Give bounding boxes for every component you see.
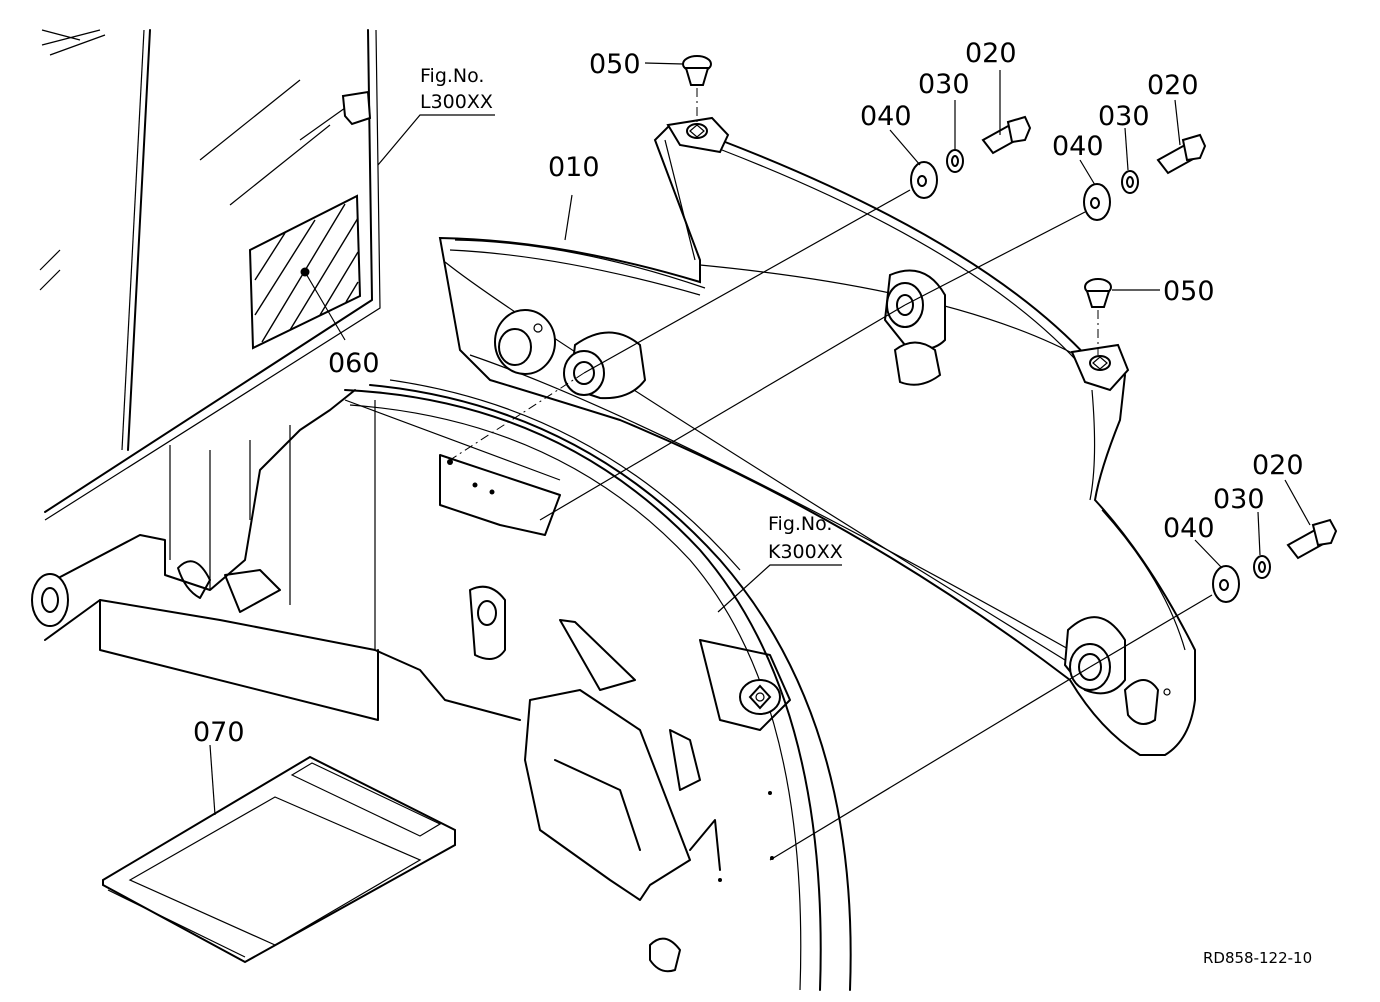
- part-labels: 050 020 030 040 020 030 040 010 050 060 …: [193, 38, 1304, 748]
- lockwasher-030-lower: [1253, 555, 1271, 579]
- leader-lines: [209, 62, 1311, 816]
- label-060: 060: [328, 348, 380, 379]
- label-020-middle: 020: [1147, 70, 1199, 101]
- label-050-upper: 050: [589, 49, 641, 80]
- washer-040-upper: [910, 161, 938, 199]
- plug-050-lower: [1084, 278, 1112, 308]
- label-040-upper: 040: [860, 101, 912, 132]
- lockwasher-030-middle: [1121, 170, 1139, 194]
- bolt-020-middle: [1156, 133, 1207, 175]
- label-050-lower: 050: [1163, 276, 1215, 307]
- label-010: 010: [548, 152, 600, 183]
- assembly-lines: [449, 88, 1213, 861]
- washer-040-middle: [1083, 183, 1111, 221]
- cab-glass: [39, 29, 381, 521]
- label-040-middle: 040: [1052, 131, 1104, 162]
- bolt-020-lower: [1286, 518, 1338, 560]
- bolt-020-upper: [981, 115, 1032, 155]
- machine-frame: [31, 389, 721, 901]
- manual-070: [102, 755, 456, 964]
- plug-050-upper: [682, 55, 712, 86]
- label-030-middle: 030: [1098, 101, 1150, 132]
- lockwasher-030-upper: [946, 149, 964, 173]
- counterweight-body: [344, 379, 852, 991]
- label-070: 070: [193, 717, 245, 748]
- washer-040-lower: [1212, 565, 1240, 603]
- label-020-lower: 020: [1252, 450, 1304, 481]
- label-030-upper: 030: [918, 69, 970, 100]
- upper-fig-label: Fig.No.: [420, 65, 484, 87]
- label-020-upper: 020: [965, 38, 1017, 69]
- label-040-lower: 040: [1163, 513, 1215, 544]
- decal-060: [248, 194, 362, 350]
- label-030-lower: 030: [1213, 484, 1265, 515]
- lower-fig-code: K300XX: [768, 541, 843, 563]
- figure-references: Fig.No. L300XX Fig.No. K300XX: [420, 65, 843, 563]
- upper-fig-code: L300XX: [420, 91, 493, 113]
- drawing-code: RD858-122-10: [1203, 949, 1312, 967]
- lower-fig-label: Fig.No.: [768, 513, 832, 535]
